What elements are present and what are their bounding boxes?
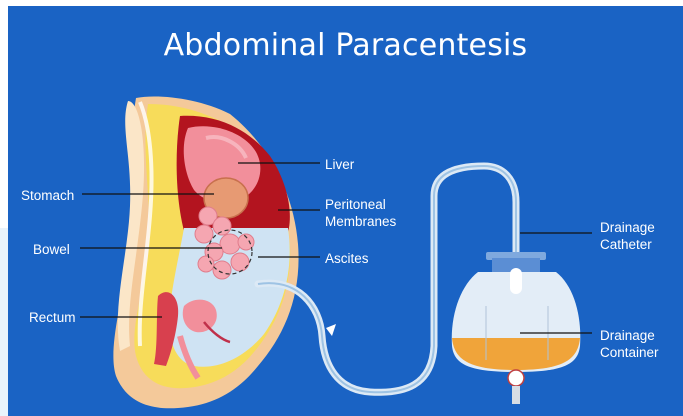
left-edge-strip (0, 228, 8, 416)
label-catheter-line1: Drainage (600, 219, 655, 236)
label-peritoneal-line2: Membranes (325, 213, 396, 230)
label-stomach: Stomach (21, 187, 74, 204)
label-rectum: Rectum (29, 309, 76, 326)
body-cross-section (113, 97, 298, 409)
label-bowel: Bowel (33, 241, 70, 258)
label-peritoneal-line1: Peritoneal (325, 196, 386, 213)
tube-clamp (326, 324, 336, 336)
label-container-line1: Drainage (600, 327, 655, 344)
label-container-line2: Container (600, 344, 659, 361)
label-liver: Liver (325, 156, 354, 173)
label-ascites: Ascites (325, 250, 369, 267)
diagram-canvas: Abdominal Paracentesis (8, 6, 683, 416)
label-catheter-line2: Catheter (600, 236, 652, 253)
drainage-container (452, 252, 581, 404)
